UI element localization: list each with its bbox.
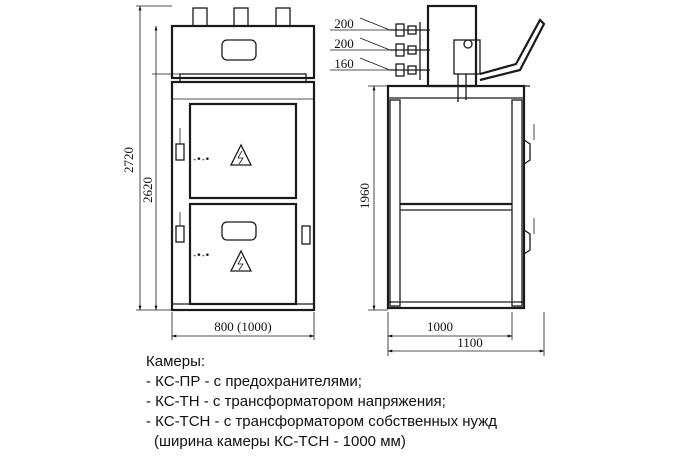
front-upper-door [188, 102, 298, 200]
side-lower-handle [523, 229, 531, 255]
front-lower-indicator-icon: -•-• [193, 251, 210, 261]
side-dimensions: 200 200 160 1960 1000 1100 [330, 16, 545, 356]
side-cabinet-frame [386, 84, 526, 310]
legend-title: Камеры: [146, 353, 206, 370]
side-depth-total-label: 1100 [457, 335, 483, 350]
front-cabinet-body [170, 80, 316, 312]
bus-spacing-1-label: 200 [334, 16, 354, 31]
side-upper-handle [523, 139, 531, 165]
front-top-terminal-left [192, 7, 208, 27]
legend-item-kstsn: - КС-ТСН - с трансформатором собственных… [146, 413, 497, 430]
front-total-height-label: 2720 [121, 147, 136, 173]
bus-spacing-2-label: 200 [334, 36, 354, 51]
front-view: -•-• -•-• [170, 7, 316, 312]
front-top-terminal-right [275, 7, 291, 27]
bus-spacing-3-label: 160 [334, 56, 354, 71]
front-top-terminal-center [233, 7, 249, 27]
front-left-handle-lower [175, 225, 185, 243]
legend-note: (ширина камеры КС-ТСН - 1000 мм) [154, 433, 406, 450]
front-dimensions: 2720 2620 800 (1000) [121, 5, 315, 340]
front-cabinet-height-label: 2620 [140, 177, 155, 203]
legend-item-kstn: - КС-ТН - с трансформатором напряжения; [146, 393, 446, 410]
front-upper-indicator-icon: -•-• [193, 155, 210, 165]
front-left-handle-upper [175, 143, 185, 161]
side-height-label: 1960 [357, 183, 372, 209]
front-top-window [221, 39, 257, 61]
front-lower-warning-icon [229, 249, 253, 272]
front-upper-warning-icon [229, 143, 253, 166]
side-right-post [511, 99, 523, 307]
legend: Камеры: - КС-ПР - с предохранителями; - … [146, 352, 566, 452]
front-width-label: 800 (1000) [214, 319, 271, 334]
front-lower-window [221, 221, 257, 241]
side-depth-inner-label: 1000 [427, 319, 453, 334]
side-bus-insulators [390, 22, 430, 80]
side-left-post [389, 99, 401, 307]
front-right-handle-lower [301, 225, 311, 245]
side-drive-lever [479, 18, 546, 82]
front-bus-compartment [170, 24, 316, 80]
legend-item-kspr: - КС-ПР - с предохранителями; [146, 373, 362, 390]
side-view [386, 4, 546, 310]
